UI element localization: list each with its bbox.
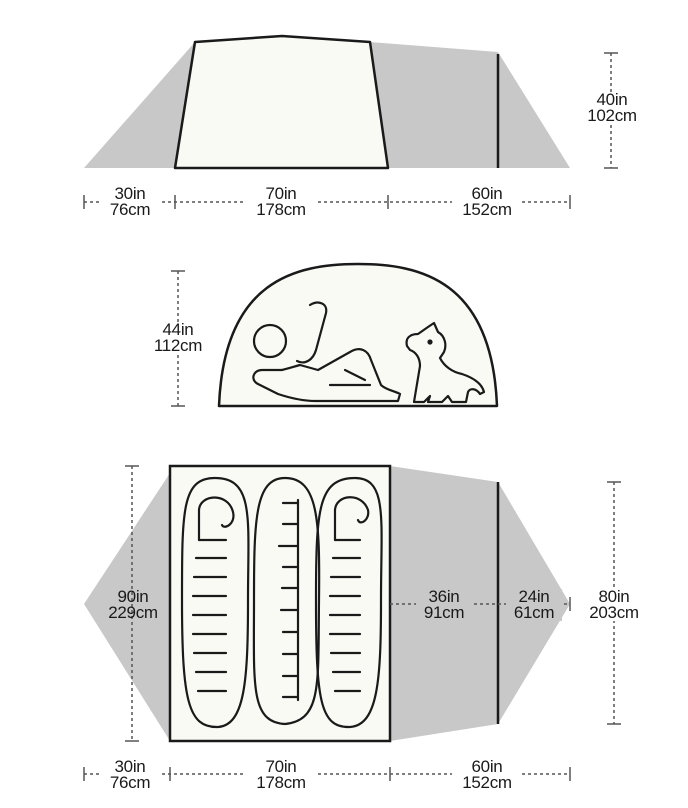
side-left-length-in: 30in — [114, 184, 146, 203]
side-right-length-cm: 152cm — [462, 200, 512, 219]
side-body-length-label: 70in 178cm — [246, 184, 316, 219]
side-left-vestibule — [84, 42, 195, 168]
floor-tent-body — [168, 464, 392, 743]
floor-pole-depth-in: 24in — [518, 587, 550, 606]
side-right-length-label: 60in 152cm — [452, 184, 522, 219]
front-view — [171, 262, 499, 408]
floor-left-length-in: 30in — [114, 757, 146, 776]
floor-vestibule-width-cm: 203cm — [589, 603, 639, 622]
front-tent-dome — [217, 262, 499, 408]
front-height-in: 44in — [162, 320, 194, 339]
side-left-length-cm: 76cm — [109, 200, 151, 219]
dog-sitting-icon — [405, 321, 486, 404]
floor-body-width-label: 90in 229cm — [100, 587, 166, 622]
side-height-in: 40in — [596, 90, 628, 109]
floor-left-vestibule — [84, 473, 170, 741]
front-height-cm: 112cm — [153, 336, 203, 355]
floor-pole-depth-label: 24in 61cm — [506, 587, 562, 622]
person-reclining-icon — [252, 301, 402, 403]
floor-body-length-in: 70in — [265, 757, 297, 776]
side-left-length-label: 30in 76cm — [100, 184, 160, 219]
sleeping-bag-3 — [314, 476, 383, 729]
side-tent-body — [173, 34, 390, 170]
floor-vestibule-depth-cm: 91cm — [423, 603, 465, 622]
sleeping-bag-1 — [180, 476, 250, 729]
front-height-label: 44in 112cm — [144, 320, 212, 355]
floor-right-length-in: 60in — [471, 757, 503, 776]
side-right-vestibule — [370, 42, 570, 168]
floor-pole-depth-cm: 61cm — [513, 603, 555, 622]
side-height-cm: 102cm — [587, 106, 637, 125]
floor-vestibule-width-in: 80in — [598, 587, 630, 606]
floor-body-width-cm: 229cm — [108, 603, 158, 622]
side-height-label: 40in 102cm — [578, 90, 646, 125]
floor-vestibule-depth-in: 36in — [428, 587, 460, 606]
floor-vestibule-depth-label: 36in 91cm — [416, 587, 472, 622]
floor-body-width-in: 90in — [117, 587, 149, 606]
sleeping-bag-2 — [252, 476, 321, 726]
side-right-length-in: 60in — [471, 184, 503, 203]
floor-right-length-label: 60in 152cm — [452, 757, 522, 792]
floor-left-length-cm: 76cm — [109, 773, 151, 792]
side-body-length-cm: 178cm — [256, 200, 306, 219]
floor-body-length-cm: 178cm — [256, 773, 306, 792]
floor-right-length-cm: 152cm — [462, 773, 512, 792]
side-view — [83, 34, 618, 209]
floor-body-length-label: 70in 178cm — [246, 757, 316, 792]
side-body-length-in: 70in — [265, 184, 297, 203]
floor-left-length-label: 30in 76cm — [100, 757, 160, 792]
floor-vestibule-width-label: 80in 203cm — [580, 587, 648, 622]
floor-plan — [83, 464, 621, 781]
